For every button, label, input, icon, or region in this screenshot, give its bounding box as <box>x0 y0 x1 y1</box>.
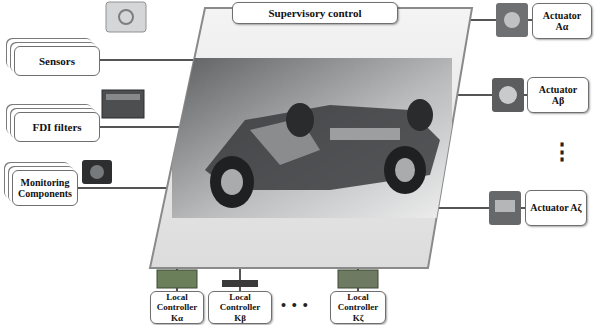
sensor-icon <box>106 2 146 32</box>
box-label: Sensors <box>39 55 75 68</box>
axle <box>330 128 400 140</box>
component-box: Monitoring Components <box>12 170 78 206</box>
platform <box>150 8 472 268</box>
rim <box>221 169 243 195</box>
box-label: Actuator Aβ <box>532 84 584 107</box>
actuator-box: Actuator Aα <box>532 3 592 39</box>
wheel <box>407 99 433 131</box>
wheel <box>210 156 254 208</box>
wire <box>78 187 167 189</box>
actuator-icon <box>495 200 515 212</box>
box-label: Monitoring Components <box>17 177 73 200</box>
box-label: FDI filters <box>32 121 81 134</box>
controller-box: Local Controller Kβ <box>208 291 272 324</box>
controller-box: Local Controller Kζ <box>330 291 386 324</box>
wire <box>100 59 194 61</box>
rim <box>395 158 415 182</box>
filter-box-icon <box>102 90 144 118</box>
sensor-icon <box>119 10 133 24</box>
filter-box-icon <box>106 94 140 100</box>
wire <box>100 126 180 128</box>
board-icon <box>157 270 197 288</box>
actuator-icon <box>496 3 528 37</box>
component-box: FDI filters <box>14 112 100 142</box>
box-label: Local Controller Kζ <box>335 292 381 323</box>
photo-ground <box>172 58 452 218</box>
box-label: Supervisory control <box>269 7 362 20</box>
box-label: Actuator Aα <box>537 10 587 33</box>
controller-box: Local Controller Kα <box>150 291 204 324</box>
chip-icon <box>222 280 258 287</box>
box-label: Local Controller Kα <box>155 292 199 323</box>
actuator-icon <box>499 86 517 104</box>
actuator-icon <box>504 12 520 28</box>
actuator-icon <box>489 191 521 225</box>
supervisor-box: Supervisory control <box>232 2 398 24</box>
actuator-box: Actuator Aζ <box>525 190 587 226</box>
actuator-box: Actuator Aβ <box>527 77 589 113</box>
actuator-icon <box>492 78 524 112</box>
camera-icon <box>90 165 104 179</box>
board-icon <box>338 270 378 288</box>
car-chassis <box>172 58 452 218</box>
box-label: Local Controller Kβ <box>213 292 267 323</box>
wire <box>239 268 241 291</box>
wheel <box>286 103 314 137</box>
wheel <box>384 146 426 194</box>
box-label: Actuator Aζ <box>530 202 581 214</box>
ellipsis-horizontal: • • • <box>280 300 309 311</box>
camera-icon <box>82 160 112 184</box>
component-box: Sensors <box>14 46 100 76</box>
ellipsis-vertical: ⋮ <box>551 140 573 162</box>
